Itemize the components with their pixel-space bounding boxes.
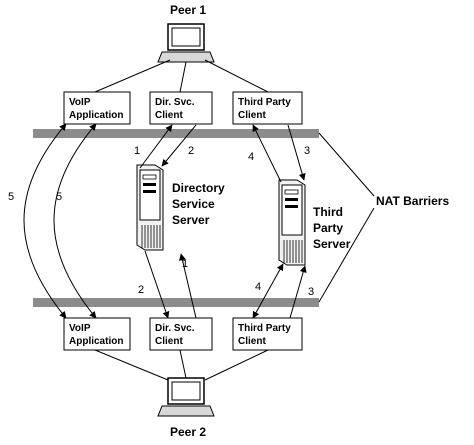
third-party-server-label-3: Server: [313, 237, 351, 251]
peer-1-computer-icon: [157, 23, 215, 63]
arrow-third-bottom-3: [289, 265, 307, 319]
peer-2-links: [94, 349, 269, 381]
directory-server-label-1: Directory: [172, 181, 225, 195]
step-label-dir-top-2: 2: [188, 145, 194, 157]
directory-service-server-icon: [136, 164, 164, 251]
third-party-server-icon: [278, 179, 306, 266]
svg-text:Client: Client: [238, 110, 266, 121]
peer-2-computer-icon: [157, 377, 215, 417]
peer-2-label: Peer 2: [170, 425, 206, 439]
step-label-third-bottom-3: 3: [308, 286, 314, 298]
nat-barriers-label: NAT Barriers: [376, 194, 449, 208]
svg-text:Client: Client: [155, 336, 183, 347]
nat-barrier-bottom: [33, 298, 319, 307]
step-label-dir-top-1: 1: [134, 145, 140, 157]
svg-text:VoIP: VoIP: [69, 97, 91, 108]
arrow-dir-bottom-2: [144, 250, 170, 319]
bottom-voip-application-box: VoIP Application: [63, 317, 131, 351]
bottom-dir-svc-client-box: Dir. Svc. Client: [149, 317, 213, 351]
top-dir-svc-client-box: Dir. Svc. Client: [149, 91, 213, 125]
nat-pointer-top: [318, 132, 375, 197]
svg-text:Client: Client: [238, 336, 266, 347]
svg-text:Third Party: Third Party: [238, 97, 291, 108]
step-label-voip-left: 5: [8, 191, 14, 203]
directory-server-label-2: Service: [172, 197, 215, 211]
arrow-third-top-3: [287, 124, 306, 181]
voip-link-outer: [23, 123, 67, 319]
nat-pointer-bottom: [318, 207, 375, 303]
bottom-third-party-client-box: Third Party Client: [232, 317, 303, 351]
voip-link-inner: [53, 123, 97, 319]
step-label-voip-right: 5: [56, 191, 62, 203]
step-label-dir-bottom-2: 2: [138, 284, 144, 296]
step-label-third-bottom-4: 4: [255, 281, 261, 293]
step-label-third-top-4: 4: [248, 151, 254, 163]
svg-text:Client: Client: [155, 110, 183, 121]
arrow-dir-top-2: [161, 124, 197, 167]
svg-text:Dir. Svc.: Dir. Svc.: [155, 97, 195, 108]
svg-text:Application: Application: [69, 110, 123, 121]
arrow-dir-bottom-1: [179, 253, 197, 319]
svg-text:VoIP: VoIP: [69, 323, 91, 334]
arrow-third-bottom-4: [252, 263, 284, 319]
directory-server-label-3: Server: [172, 213, 210, 227]
svg-text:Dir. Svc.: Dir. Svc.: [155, 323, 195, 334]
step-label-third-top-3: 3: [304, 145, 310, 157]
svg-text:Third Party: Third Party: [238, 323, 291, 334]
top-third-party-client-box: Third Party Client: [232, 91, 303, 125]
peer-1-label: Peer 1: [170, 3, 206, 17]
arrow-third-top-4: [252, 124, 282, 183]
nat-barrier-top: [33, 129, 319, 138]
third-party-server-label-2: Party: [313, 221, 343, 235]
peer-1-links: [94, 59, 269, 93]
arrow-dir-top-1: [139, 124, 173, 169]
svg-text:Application: Application: [69, 336, 123, 347]
step-label-dir-bottom-1: 1: [182, 258, 188, 270]
top-voip-application-box: VoIP Application: [63, 91, 131, 125]
third-party-server-label-1: Third: [313, 205, 343, 219]
